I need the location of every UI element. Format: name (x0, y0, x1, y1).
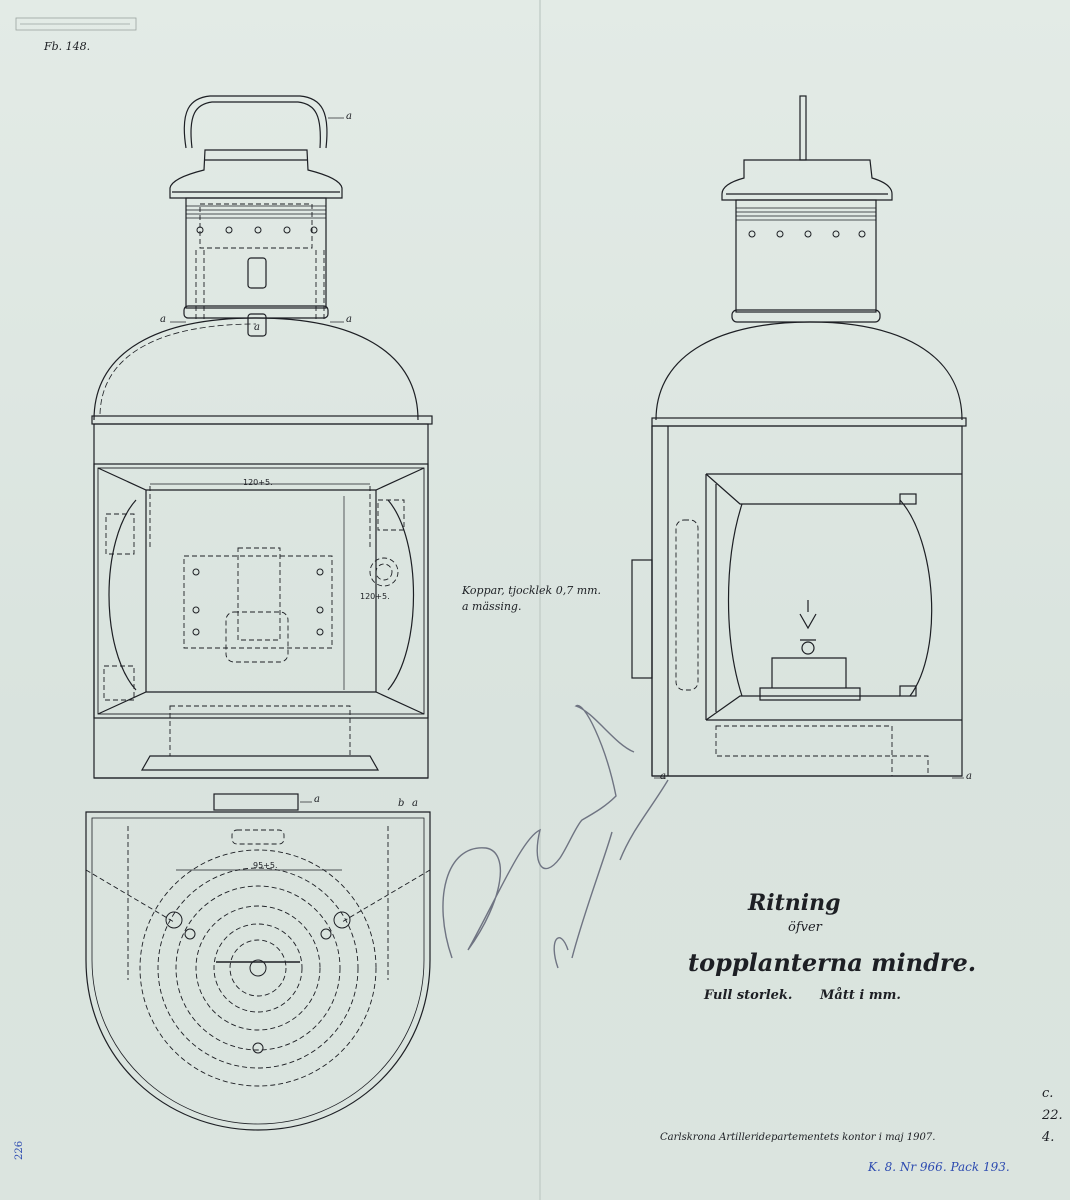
part-label-side-right: a (966, 771, 972, 782)
part-label-plan-b: b (398, 798, 405, 809)
title-ritning: Ritning (748, 890, 841, 916)
side-top-cap (721, 159, 893, 201)
base (140, 755, 380, 771)
pencil-signature (442, 704, 669, 969)
part-label-clip: a (254, 322, 260, 333)
part-label-side-left: a (660, 771, 666, 782)
burner (103, 486, 405, 701)
side-burner (759, 613, 861, 701)
dimension-label-height: 120+5. (360, 592, 390, 601)
office-line: Carlskrona Artilleridepartementets konto… (660, 1132, 936, 1143)
figure-number: Fb. 148. (44, 40, 91, 53)
side-chimney (735, 199, 877, 313)
vent-pipe (799, 95, 807, 161)
top-cap (169, 149, 343, 199)
burner-rivets (192, 568, 324, 636)
side-dome (655, 321, 963, 421)
material-note-copper: Koppar, tjocklek 0,7 mm. (462, 584, 602, 597)
part-label-handle: a (346, 111, 352, 122)
vent-holes (196, 226, 318, 234)
dimension-label-plan: 95+5. (253, 861, 278, 870)
plan-view (85, 793, 431, 1131)
plan-handle (213, 793, 299, 811)
archive-code-2: 22. (1042, 1108, 1063, 1123)
dome (93, 317, 419, 421)
title-object: topplanterna mindre. (688, 948, 977, 977)
plan-rings (127, 826, 389, 1087)
dimension-label-width: 120+5. (243, 478, 273, 487)
mounting-bracket (631, 559, 653, 679)
side-elevation (631, 95, 967, 777)
archive-stamp (15, 17, 137, 31)
part-label-chimney-right: a (346, 314, 352, 325)
side-globe (727, 499, 933, 697)
plan-outline (85, 811, 431, 1131)
scale-note: Full storlek. (704, 988, 793, 1003)
archive-code-1: c. (1042, 1086, 1054, 1101)
handle (183, 95, 328, 149)
leader-lines (170, 117, 964, 803)
material-note-brass: a mässing. (462, 600, 522, 613)
front-elevation (91, 95, 433, 779)
part-label-plan-handle: a (314, 794, 320, 805)
margin-number: 226 (14, 1140, 25, 1160)
part-label-plan-a: a (412, 798, 418, 809)
dimension-lines (150, 483, 370, 690)
part-label-chimney-left: a (160, 314, 166, 325)
vent-band (186, 205, 326, 219)
archive-code-3: 4. (1042, 1130, 1055, 1145)
chimney (185, 197, 327, 309)
units-note: Mått i mm. (820, 988, 901, 1003)
side-body (651, 425, 963, 777)
catalog-number: K. 8. Nr 966. Pack 193. (868, 1160, 1010, 1174)
title-ofver: öfver (788, 920, 822, 935)
globe (108, 499, 414, 691)
